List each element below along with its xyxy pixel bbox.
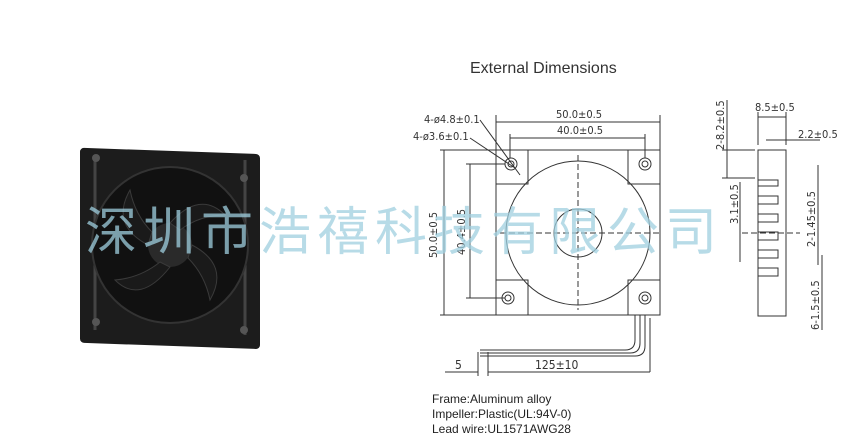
- spec-frame: Frame:Aluminum alloy: [432, 392, 552, 406]
- dim-lead-strip: 5: [455, 358, 462, 372]
- section-title: External Dimensions: [470, 60, 617, 77]
- dim-side-top: 2-8.2±0.5: [714, 100, 727, 150]
- dim-thickness: 8.5±0.5: [755, 101, 795, 114]
- dim-width-inner: 40.0±0.5: [557, 124, 604, 137]
- dim-hole-outer: 4-ø4.8±0.1: [424, 113, 480, 126]
- dim-fin-gap: 3.1±0.5: [728, 184, 741, 224]
- fan-photo: [80, 147, 260, 349]
- dim-lead-length: 125±10: [535, 358, 579, 372]
- spec-lead-wire: Lead wire:UL1571AWG28: [432, 422, 571, 436]
- dim-width-outer: 50.0±0.5: [556, 108, 603, 121]
- dim-fin-a: 2-1.45±0.5: [805, 191, 818, 247]
- dim-fin-b: 6-1.5±0.5: [809, 280, 822, 330]
- spec-impeller: Impeller:Plastic(UL:94V-0): [432, 407, 572, 421]
- watermark: 深圳市浩禧科技有限公司: [85, 203, 724, 263]
- dim-base: 2.2±0.5: [798, 128, 838, 141]
- dim-hole-inner: 4-ø3.6±0.1: [413, 130, 469, 143]
